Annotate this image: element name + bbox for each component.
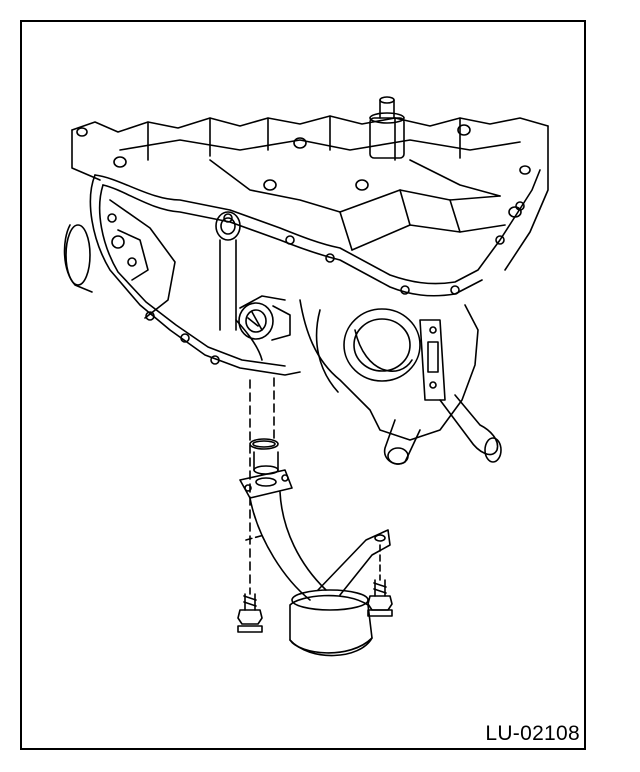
- figure-code: LU-02108: [485, 722, 580, 745]
- bolt-left: [237, 509, 263, 633]
- oil-strainer: [239, 377, 391, 657]
- bolt-right: [367, 579, 393, 617]
- pump-boss: [238, 295, 291, 341]
- right-housing: [299, 299, 502, 465]
- oil-pan-flange: [89, 169, 541, 376]
- front-cover: [63, 199, 176, 319]
- figure-frame: [20, 20, 586, 750]
- seal-boss: [215, 211, 263, 361]
- cylinder-block: [71, 96, 549, 271]
